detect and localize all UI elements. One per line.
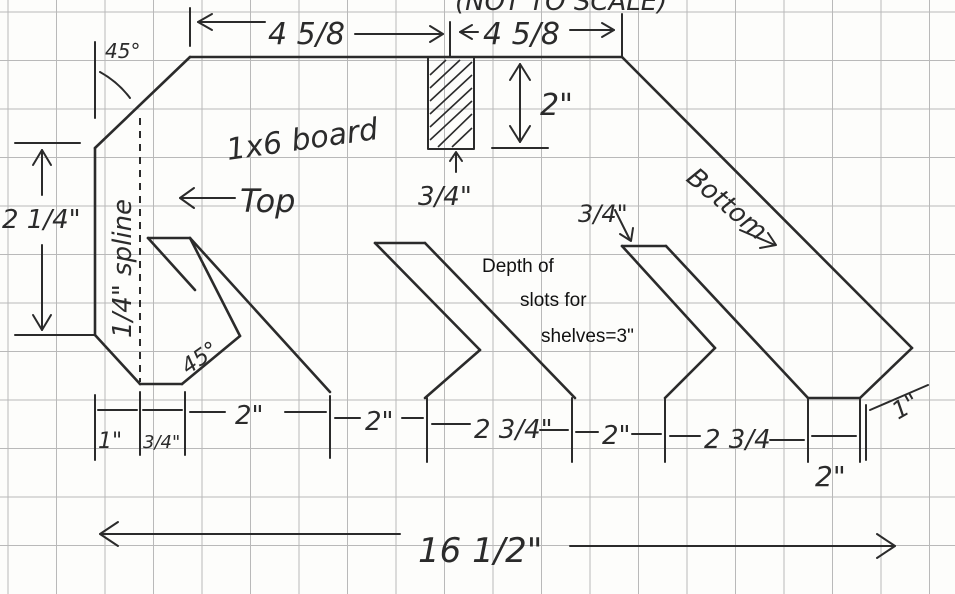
header-partial-text: (NOT TO SCALE) xyxy=(455,0,667,17)
label-spline: 1/4" spline xyxy=(108,199,138,338)
bottom-pointer-arrow xyxy=(739,229,776,246)
dim-label-8: 2" xyxy=(815,460,846,493)
label-board-height: 2" xyxy=(540,88,573,123)
dim-label-4: 2" xyxy=(365,407,394,437)
label-angle-top-left: 45° xyxy=(105,39,140,63)
label-board: 1x6 board xyxy=(224,112,381,168)
slot-1 xyxy=(146,236,332,394)
angle-arc xyxy=(99,71,131,99)
dim-label-6: 2" xyxy=(602,421,631,451)
label-top-right-width: 4 5/8 xyxy=(483,17,560,52)
label-top: Top xyxy=(240,182,295,220)
slot-3 xyxy=(620,244,810,400)
board-cross-section xyxy=(427,56,549,173)
label-bottom: Bottom xyxy=(681,162,773,246)
label-top-left-width: 4 5/8 xyxy=(268,17,345,52)
dim-label-3: 2" xyxy=(235,401,264,431)
label-board-thickness: 3/4" xyxy=(418,182,472,212)
dim-label-2: 3/4" xyxy=(143,432,180,453)
dim-label-5: 2 3/4" xyxy=(474,415,553,445)
total-length-dimension xyxy=(99,521,896,559)
depth-note-line-1: Depth of xyxy=(482,256,555,277)
depth-note-line-3: shelves=3" xyxy=(541,326,634,347)
dim-label-7: 2 3/4 xyxy=(704,425,771,455)
top-width-dimension xyxy=(189,7,623,57)
label-total-length: 16 1/2" xyxy=(418,531,542,571)
label-slot-angle: 45° xyxy=(177,337,223,380)
dim-label-1: 1" xyxy=(98,429,122,454)
bottom-dimension-ticks xyxy=(94,384,929,463)
depth-note-line-2: slots for xyxy=(520,290,587,311)
slot-width-arrow xyxy=(614,209,631,241)
label-left-height: 2 1/4" xyxy=(2,205,81,235)
dim-label-9: 1" xyxy=(887,388,924,425)
bracket-outline xyxy=(93,55,914,400)
slot-2 xyxy=(373,241,577,400)
label-slot-thickness: 3/4" xyxy=(578,200,628,228)
left-height-dimension xyxy=(14,142,96,336)
